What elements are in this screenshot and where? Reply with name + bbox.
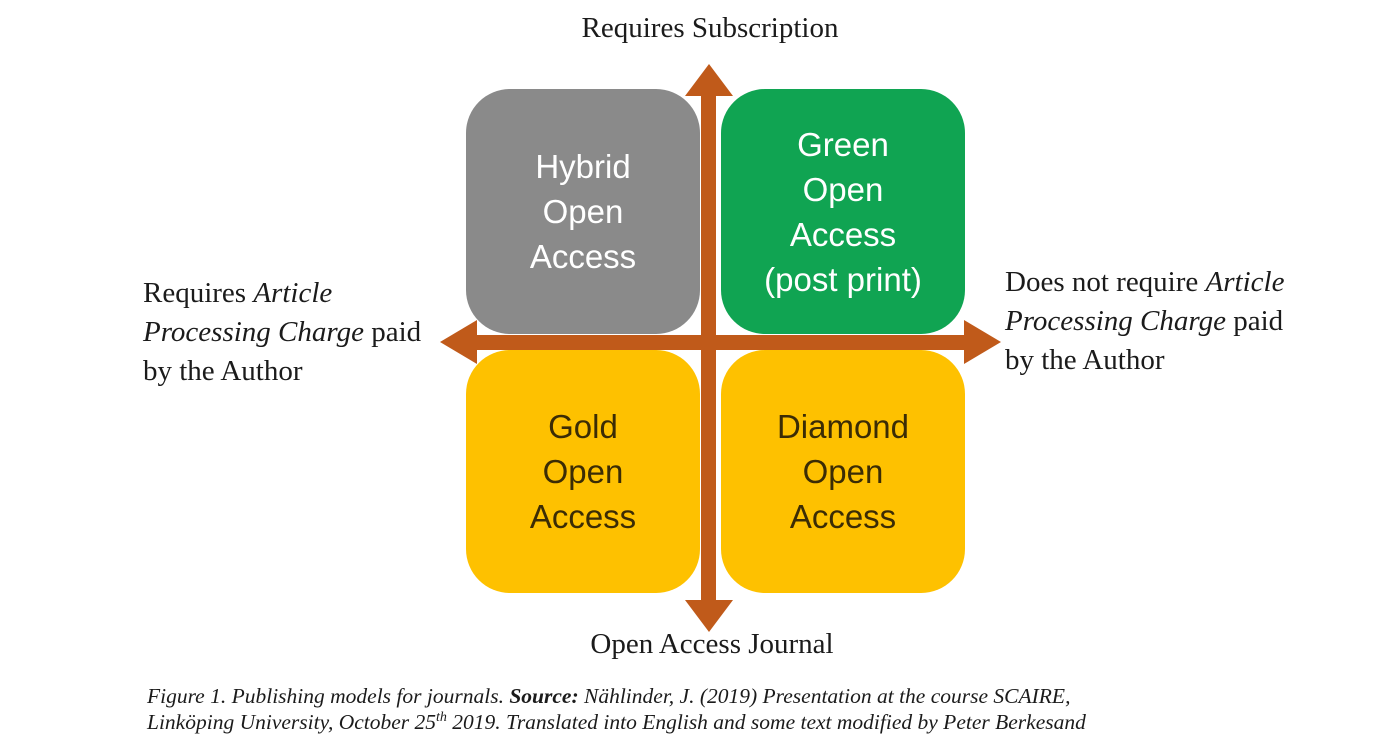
axis-label-top: Requires Subscription: [581, 12, 839, 44]
quadrant-label-line: Open: [542, 453, 624, 490]
axis-right-prefix: Does not require: [1005, 266, 1206, 298]
quadrant-label-line: Open: [802, 453, 884, 490]
quadrant-label-line: Open: [542, 193, 624, 230]
quadrant-green-open-access: Green Open Access (post print): [721, 89, 965, 334]
caption-source-part3: 2019. Translated into English and some t…: [446, 709, 1086, 734]
quadrant-label-line: Access: [789, 215, 897, 253]
axis-label-left: Requires Article Processing Charge paid …: [143, 274, 453, 391]
caption-source-part1: Nählinder, J. (2019) Presentation at the…: [578, 684, 1071, 708]
caption-source-label: Source:: [509, 684, 579, 708]
quadrant-label-line: Open: [802, 170, 884, 208]
caption-ordinal-suffix: th: [436, 709, 447, 725]
quadrant-hybrid-open-access: Hybrid Open Access: [466, 89, 700, 334]
axis-left-prefix: Requires: [143, 277, 254, 309]
arrow-right-icon: [964, 320, 1001, 364]
axis-left-suffix: paid by the Author: [143, 316, 422, 387]
arrow-up-icon: [685, 64, 733, 96]
quadrant-label-line: Gold: [548, 408, 618, 445]
axis-left-italic: Article Processing Charge: [143, 277, 364, 348]
axis-label-right: Does not require Article Processing Char…: [1005, 263, 1293, 380]
arrow-down-icon: [685, 600, 733, 632]
quadrant-gold-open-access: Gold Open Access: [466, 350, 700, 593]
quadrant-label-line: Hybrid: [535, 148, 631, 185]
arrow-left-icon: [440, 320, 477, 364]
quadrant-label-line: Access: [789, 498, 897, 535]
quadrant-label-line: Access: [529, 498, 637, 535]
quadrant-label-line: Green: [797, 125, 889, 163]
quadrant-label-line: (post print): [764, 260, 922, 298]
axis-label-bottom: Open Access Journal: [590, 628, 834, 660]
caption-source-part2: Linköping University, October 25: [147, 709, 437, 734]
caption-figure-label: Figure 1. Publishing models for journals…: [147, 684, 510, 708]
horizontal-axis-arrow-shaft: [474, 335, 966, 350]
quadrant-label-line: Access: [529, 238, 637, 275]
quadrant-diamond-open-access: Diamond Open Access: [721, 350, 965, 593]
figure-caption: Figure 1. Publishing models for journals…: [147, 684, 1267, 735]
axis-right-italic: Article Processing Charge: [1005, 266, 1285, 337]
quadrant-label-line: Diamond: [776, 408, 910, 445]
axis-right-suffix: paid by the Author: [1005, 305, 1284, 376]
